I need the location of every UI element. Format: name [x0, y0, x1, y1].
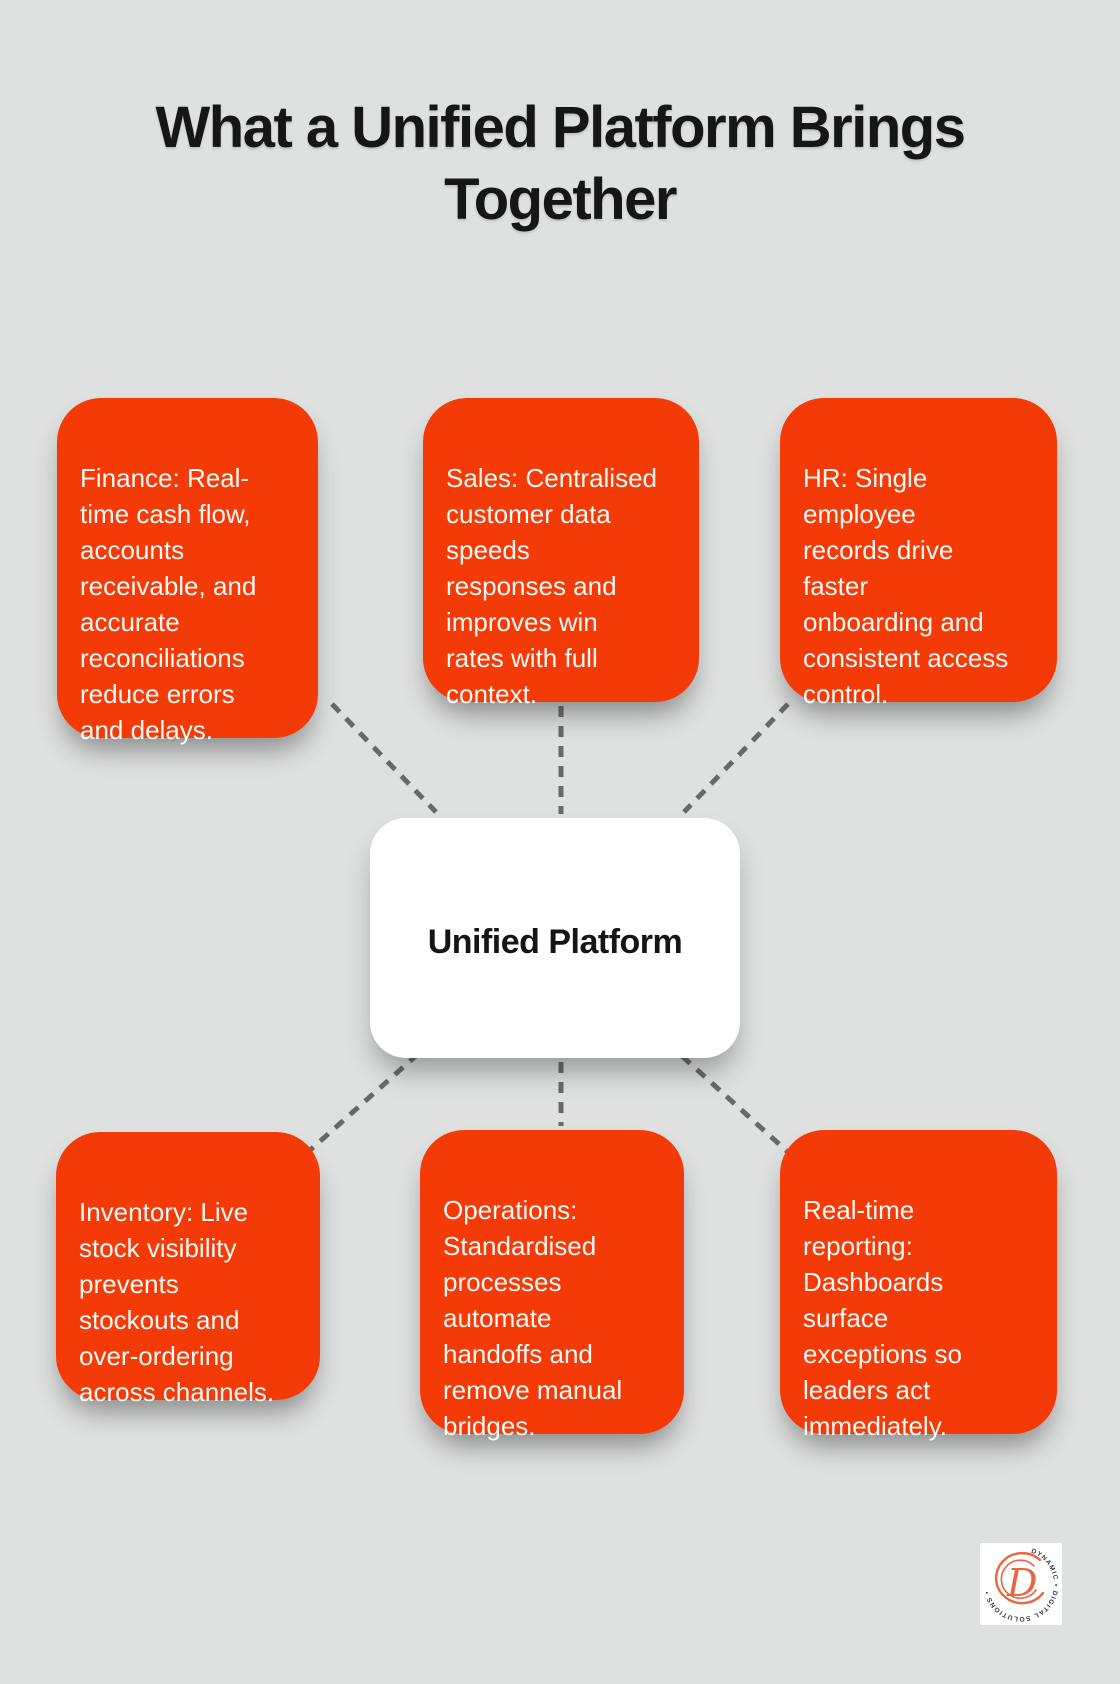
- card-reporting-text: Real-time reporting: Dashboards surface …: [803, 1195, 962, 1441]
- card-reporting: Real-time reporting: Dashboards surface …: [780, 1130, 1057, 1441]
- card-inventory-text: Inventory: Live stock visibility prevent…: [79, 1197, 275, 1407]
- brand-logo: D DYNAMIC • DIGITAL SOLUTIONS •: [980, 1543, 1062, 1625]
- connector-center-inventory: [306, 1052, 420, 1154]
- card-sales: Sales: Centralised customer data speeds …: [423, 398, 699, 709]
- center-node-label: Unified Platform: [427, 922, 683, 961]
- card-finance-text: Finance: Real- time cash flow, accounts …: [80, 463, 257, 745]
- infographic-title: What a Unified Platform Brings Together: [155, 95, 966, 232]
- card-inventory: Inventory: Live stock visibility prevent…: [56, 1132, 320, 1407]
- logo-swirl-outer-arc: [994, 1551, 1045, 1605]
- card-operations-text: Operations: Standardised processes autom…: [443, 1195, 623, 1441]
- connector-finance-center: [330, 702, 438, 814]
- logo-swirl-inner-arc: [1000, 1559, 1037, 1600]
- connector-center-reporting: [680, 1054, 792, 1156]
- card-hr: HR: Single employee records drive faster…: [780, 398, 1057, 709]
- card-operations: Operations: Standardised processes autom…: [420, 1130, 684, 1441]
- connector-hr-center: [682, 702, 790, 814]
- logo-monogram: D: [1006, 1561, 1037, 1605]
- center-node-unified-platform: Unified Platform: [370, 818, 740, 1058]
- brand-logo-graphic: D DYNAMIC • DIGITAL SOLUTIONS •: [984, 1548, 1058, 1622]
- card-hr-text: HR: Single employee records drive faster…: [803, 463, 1009, 709]
- card-finance: Finance: Real- time cash flow, accounts …: [57, 398, 318, 745]
- card-sales-text: Sales: Centralised customer data speeds …: [446, 463, 657, 709]
